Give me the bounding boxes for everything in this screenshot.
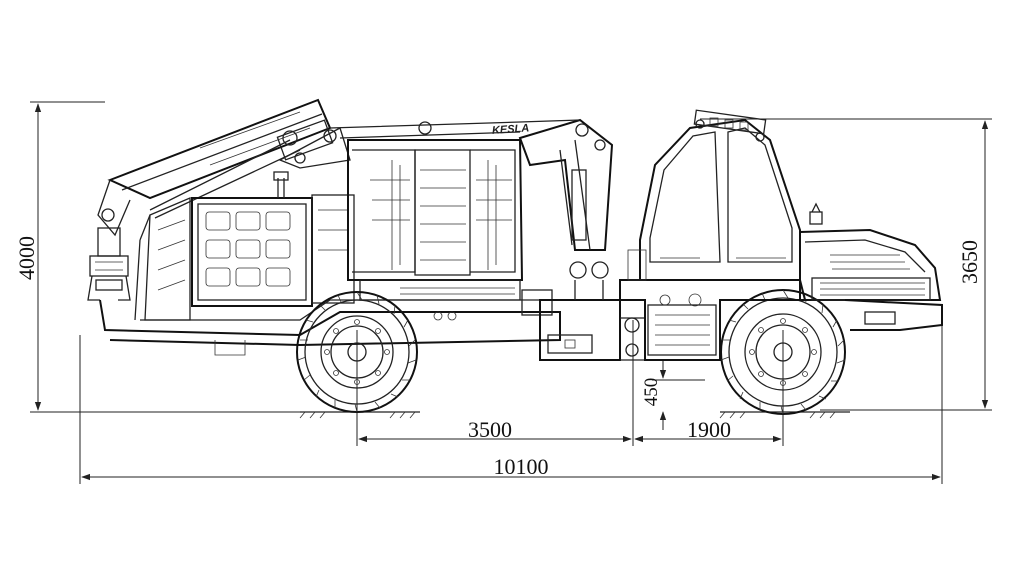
dim-cab-height-label: 3650: [957, 240, 982, 284]
rear-wheel: [296, 291, 418, 413]
front-unit: [619, 109, 943, 361]
dim-overall-height-label: 4000: [14, 236, 39, 280]
brand-label: KESLA: [492, 122, 530, 137]
dim-overall-length-label: 10100: [494, 454, 549, 479]
center-drum: [347, 139, 553, 321]
dimension-lines: [30, 101, 992, 484]
dim-ground-clearance-label: 450: [641, 378, 662, 407]
articulation-joint: [539, 261, 646, 361]
crane-boom: KESLA: [87, 98, 614, 301]
dim-wheelbase-rear-label: 1900: [687, 417, 731, 442]
dim-wheelbase-front-label: 3500: [468, 417, 512, 442]
